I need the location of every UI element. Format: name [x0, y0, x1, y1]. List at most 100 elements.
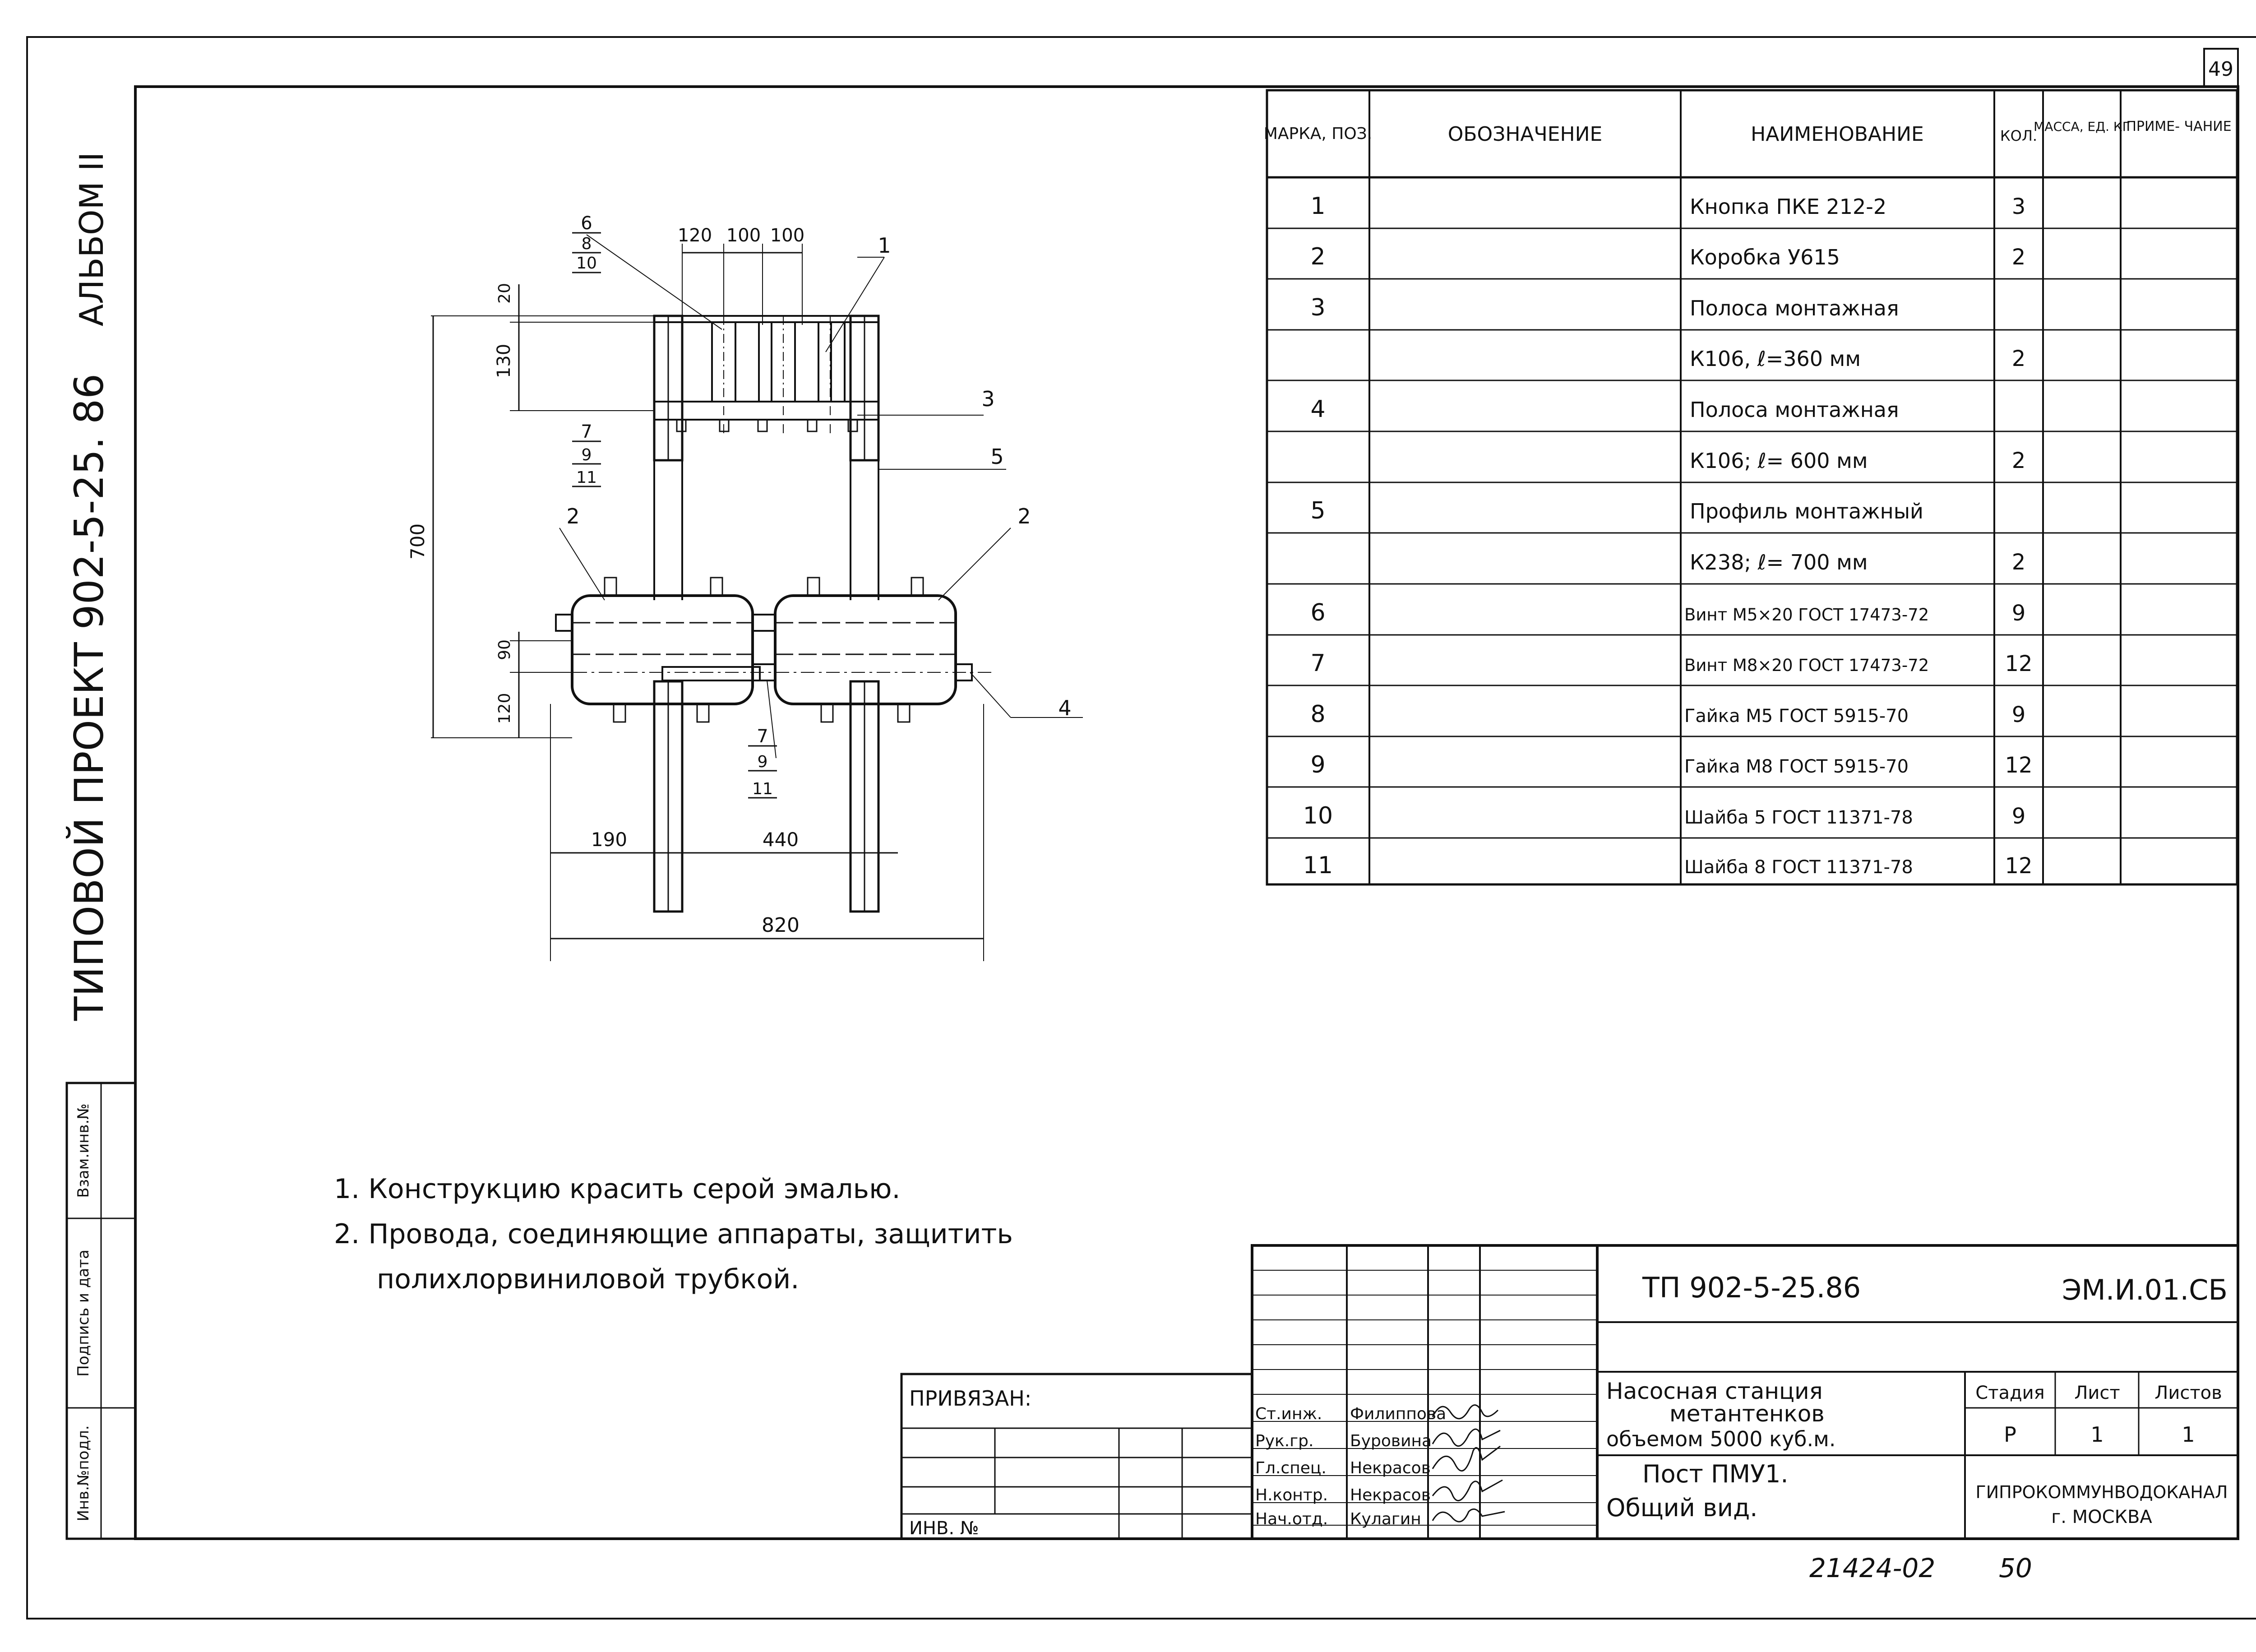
callout-10: 10	[576, 254, 597, 273]
callout-2: 2	[1017, 504, 1031, 528]
row-qty: 12	[2005, 753, 2032, 778]
table-row: 4 Полоса монтажная	[1310, 396, 1899, 423]
dim-700: 700	[407, 523, 429, 560]
callout-3: 3	[981, 387, 994, 411]
row-qty: 9	[2012, 804, 2026, 829]
dim-100: 100	[726, 225, 761, 246]
row-pos: 1	[1310, 193, 1325, 220]
dim-90: 90	[495, 639, 514, 660]
dim-120: 120	[495, 693, 514, 724]
object-title-line: Насосная станция	[1606, 1378, 1823, 1404]
row-pos: 10	[1303, 802, 1333, 829]
row-pos: 7	[1310, 650, 1325, 677]
table-row: 2 Коробка У615 2	[1310, 243, 2025, 270]
row-pos: 11	[1303, 852, 1333, 879]
callout-9: 9	[582, 446, 592, 464]
callout-7: 7	[581, 421, 592, 442]
callout-5: 5	[990, 444, 1003, 469]
drawing-title-line: Общий вид.	[1606, 1494, 1757, 1522]
table-row: 8 Гайка М5 ГОСТ 5915-70 9	[1310, 701, 2025, 728]
document-code: ТП 902-5-25.86	[1642, 1271, 1861, 1304]
signer-name: Некрасов	[1350, 1459, 1431, 1477]
row-name: Полоса монтажная	[1690, 296, 1899, 320]
row-name: К106, ℓ=360 мм	[1690, 347, 1861, 371]
mounting-strip	[653, 401, 879, 421]
dim-440: 440	[763, 828, 799, 851]
note-line: полихлорвиниловой трубкой.	[377, 1263, 799, 1295]
table-row: 5 Профиль монтажный	[1310, 497, 1923, 524]
dim-130: 130	[494, 344, 514, 378]
callout-4: 4	[1058, 696, 1071, 720]
bolt-row	[676, 419, 858, 432]
row-qty: 2	[2012, 550, 2026, 575]
title-block: Ст.инж. Рук.гр. Гл.спец. Н.контр. Нач.от…	[900, 1244, 2239, 1540]
signer-name: Филиппова	[1350, 1405, 1446, 1423]
push-button	[711, 316, 846, 433]
row-qty: 9	[2012, 601, 2026, 626]
stage-header: Стадия	[1975, 1383, 2044, 1403]
sheet-number: 49	[2208, 58, 2233, 81]
signer-name: Некрасов	[1350, 1486, 1431, 1504]
dim-20: 20	[495, 283, 514, 304]
archive-number: 21424-02	[1809, 1553, 1935, 1583]
leader-lines	[559, 234, 1083, 759]
row-name: Винт М5×20 ГОСТ 17473-72	[1684, 605, 1929, 625]
row-qty: 2	[2012, 245, 2026, 270]
organization-name: ГИПРОКОММУНВОДОКАНАЛ	[1976, 1482, 2228, 1502]
row-qty: 12	[2005, 651, 2032, 676]
attached-label: ПРИВЯЗАН:	[909, 1386, 1031, 1411]
junction-box	[555, 577, 973, 723]
notes: 1. Конструкцию красить серой эмалью. 2. …	[334, 1173, 1013, 1295]
stamp-replace-label: Взам.инв.№	[74, 1103, 92, 1198]
table-row: 7 Винт М8×20 ГОСТ 17473-72 12	[1310, 650, 2032, 677]
row-name: Полоса монтажная	[1690, 398, 1899, 422]
role-label: Нач.отд.	[1255, 1510, 1328, 1528]
row-name: Кнопка ПКЕ 212-2	[1690, 194, 1886, 219]
row-name: К238; ℓ= 700 мм	[1690, 550, 1868, 574]
dim-190: 190	[591, 828, 627, 851]
row-name: К106; ℓ= 600 мм	[1690, 449, 1868, 473]
callout-1: 1	[878, 233, 891, 258]
drawing-title-line: Пост ПМУ1.	[1642, 1460, 1789, 1488]
header-name: НАИМЕНОВАНИЕ	[1751, 123, 1924, 146]
row-pos: 2	[1310, 243, 1325, 270]
role-label: Н.контр.	[1255, 1486, 1328, 1504]
row-pos: 3	[1310, 294, 1325, 321]
side-stamp: Инв.№подл. Подпись и дата Взам.инв.№	[65, 1082, 137, 1540]
callout-11: 11	[576, 468, 597, 487]
row-name: Шайба 5 ГОСТ 11371-78	[1684, 807, 1913, 828]
callout-stack-6-8-10: 6 8 10	[572, 213, 601, 273]
signer-name: Буровина	[1350, 1432, 1432, 1450]
row-qty: 9	[2012, 702, 2026, 727]
signatures	[1432, 1404, 1505, 1522]
header-qty: КОЛ.	[2000, 127, 2037, 144]
outer-border	[26, 36, 2256, 1620]
object-title-line: метантенков	[1669, 1401, 1825, 1427]
table-row: К238; ℓ= 700 мм 2	[1690, 550, 2025, 575]
callout-7: 7	[757, 726, 768, 747]
inner-frame	[134, 85, 2239, 1540]
dimension-lines	[431, 244, 984, 961]
row-pos: 8	[1310, 701, 1325, 728]
role-label: Рук.гр.	[1255, 1432, 1313, 1450]
sheet-number-box: 49	[2203, 48, 2239, 88]
table-row: 11 Шайба 8 ГОСТ 11371-78 12	[1303, 852, 2033, 879]
row-pos: 9	[1310, 751, 1325, 778]
row-pos: 4	[1310, 396, 1325, 423]
header-mass: МАССА, ЕД. КГ	[2034, 119, 2130, 134]
callout-11: 11	[752, 780, 773, 798]
callout-2: 2	[566, 504, 579, 528]
table-row: К106, ℓ=360 мм 2	[1690, 346, 2025, 371]
row-pos: 6	[1310, 599, 1325, 626]
signer-name: Кулагин	[1350, 1510, 1421, 1528]
table-row: К106; ℓ= 600 мм 2	[1690, 448, 2025, 473]
row-qty: 2	[2012, 346, 2026, 371]
header-pos: МАРКА, ПОЗ.	[1264, 125, 1372, 143]
note-line: 2. Провода, соединяющие аппараты, защити…	[334, 1218, 1013, 1250]
row-name: Гайка М8 ГОСТ 5915-70	[1684, 756, 1909, 777]
page-number: 50	[1999, 1553, 2032, 1583]
row-name: Профиль монтажный	[1690, 499, 1923, 523]
header-designation: ОБОЗНАЧЕНИЕ	[1448, 123, 1603, 146]
assembly-drawing: 120 100 100 20 130 700 90 120 190 440 82…	[407, 213, 1083, 961]
